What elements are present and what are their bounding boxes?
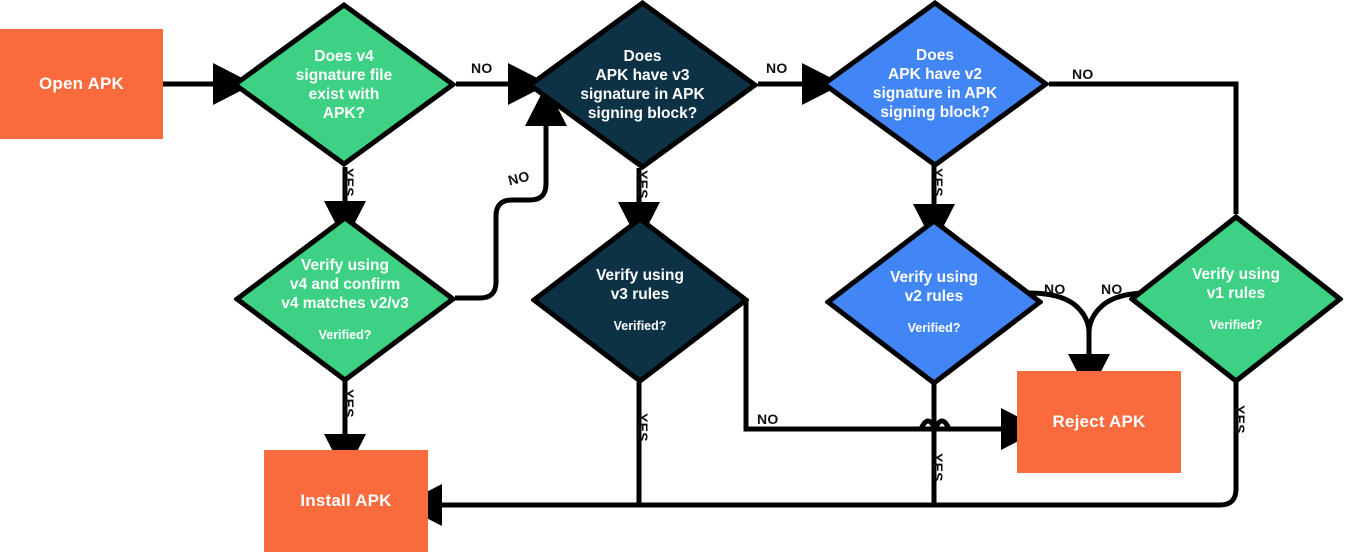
node-q-v4[interactable]: Does v4 signature file exist with APK? xyxy=(230,1,458,168)
verify-v2-shape xyxy=(823,217,1045,387)
edge-label-verifyv3-no: NO xyxy=(757,411,779,427)
node-q-v3[interactable]: Does APK have v3 signature in APK signin… xyxy=(525,0,760,171)
edge-qv2-no-to-verifyv1 xyxy=(1049,81,1239,214)
edge-label-qv2-no: NO xyxy=(1072,66,1094,82)
edge-label-verifyv2-yes: YES xyxy=(930,453,946,482)
q-v4-shape xyxy=(230,1,458,168)
node-verify-v2[interactable]: Verify using v2 rules Verified? xyxy=(823,217,1045,387)
node-q-v2[interactable]: Does APK have v2 signature in APK signin… xyxy=(819,0,1051,169)
node-verify-v3[interactable]: Verify using v3 rules Verified? xyxy=(529,215,751,385)
verify-v1-shape xyxy=(1127,213,1345,385)
node-open-apk-label: Open APK xyxy=(38,74,125,93)
node-reject-apk[interactable]: Reject APK xyxy=(1017,371,1181,473)
edge-verifyv4-no-to-qv3 xyxy=(455,85,567,301)
edge-verifyv2-yes-to-install xyxy=(436,384,937,508)
edge-label-qv3-yes: YES xyxy=(635,170,651,199)
verify-v3-shape xyxy=(529,215,751,385)
edge-verifyv1-no-to-reject xyxy=(1086,290,1149,334)
edge-label-verifyv3-yes: YES xyxy=(635,413,651,442)
edge-label-qv4-yes: YES xyxy=(341,168,357,197)
node-reject-apk-label: Reject APK xyxy=(1052,412,1146,431)
edge-label-verifyv1-no: NO xyxy=(1101,281,1123,297)
q-v2-shape xyxy=(819,0,1051,169)
q-v3-shape xyxy=(525,0,760,171)
edge-verifyv3-yes-to-install xyxy=(401,382,642,526)
edge-verifyv3-no-to-reject xyxy=(743,300,1042,450)
node-install-apk[interactable]: Install APK xyxy=(264,450,428,552)
node-install-apk-label: Install APK xyxy=(300,491,392,510)
edge-label-qv2-yes: YES xyxy=(930,168,946,197)
edge-label-verifyv2-no: NO xyxy=(1044,281,1066,297)
wire-hop-2 xyxy=(932,418,952,431)
node-verify-v1[interactable]: Verify using v1 rules Verified? xyxy=(1127,213,1345,385)
edge-verifyv1-yes-to-install xyxy=(436,382,1239,508)
node-open-apk[interactable]: Open APK xyxy=(0,29,163,139)
edge-label-qv3-no: NO xyxy=(766,60,788,76)
node-verify-v4[interactable]: Verify using v4 and confirm v4 matches v… xyxy=(232,214,458,384)
edge-label-qv4-no: NO xyxy=(471,60,493,76)
verify-v4-shape xyxy=(232,214,458,384)
edge-label-verifyv4-yes: YES xyxy=(341,389,357,418)
edge-label-verifyv1-yes: YES xyxy=(1232,405,1248,434)
